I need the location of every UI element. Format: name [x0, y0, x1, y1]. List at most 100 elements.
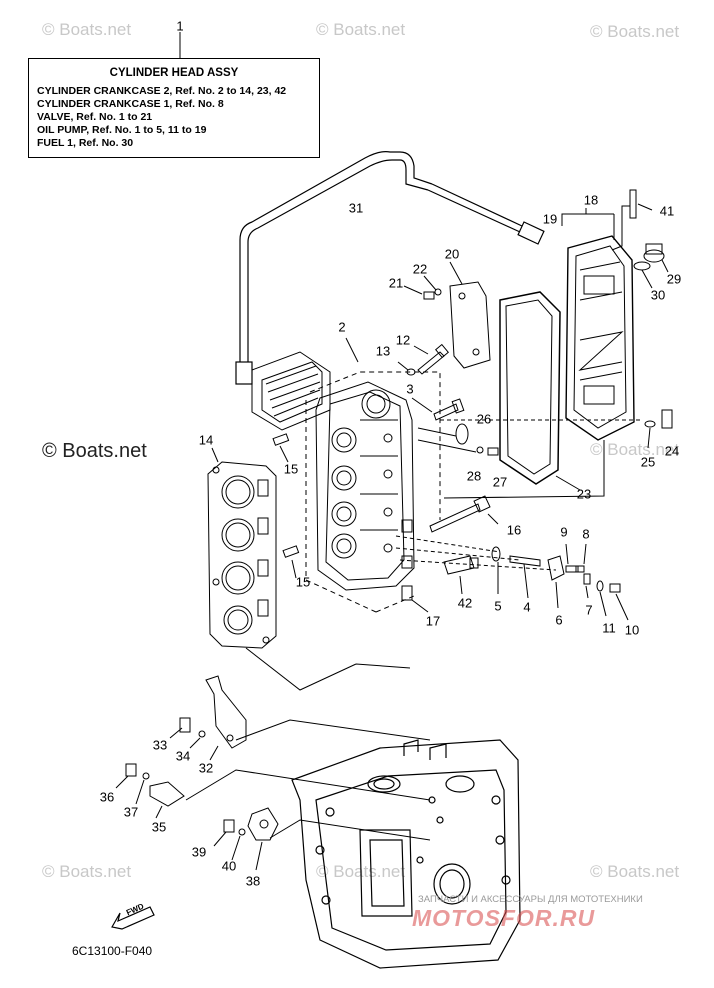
callout-label: 9: [560, 524, 568, 540]
washer-40: [238, 828, 246, 836]
callout-label: 38: [245, 873, 261, 889]
label-41: [611, 189, 637, 251]
cylinder-head-cover-18: [565, 235, 635, 441]
bolt-8: [575, 565, 585, 573]
callout-label: 25: [640, 454, 656, 470]
callout-label: 30: [650, 287, 666, 303]
callout-label: 36: [99, 789, 115, 805]
part-26: [455, 423, 469, 445]
callout-label: 4: [523, 599, 531, 615]
callout-label: 14: [198, 432, 214, 448]
washer-28: [476, 446, 484, 454]
bolt-33: [179, 717, 191, 733]
leader-line: [565, 543, 569, 565]
callout-label: 41: [659, 203, 675, 219]
callout-label: 29: [666, 271, 682, 287]
assembly-outline: [305, 371, 441, 613]
callout-label: 37: [123, 804, 139, 820]
leader-line: [555, 475, 581, 491]
leader-line: [417, 439, 477, 453]
callout-label: 32: [198, 760, 214, 776]
watermark: © Boats.net: [42, 440, 147, 462]
leader-line: [411, 397, 433, 413]
bracket-32: [205, 675, 247, 749]
leader-line: [413, 345, 429, 355]
callout-label: 26: [476, 411, 492, 427]
legend-line: OIL PUMP, Ref. No. 1 to 5, 11 to 19: [37, 124, 207, 136]
hole: [259, 819, 269, 829]
gasket-20: [449, 281, 491, 369]
callout-label: 10: [624, 622, 640, 638]
screw-27: [487, 447, 499, 456]
watermark: © Boats.net: [590, 440, 680, 459]
callout-label: 24: [664, 443, 680, 459]
callout-label: 22: [412, 261, 428, 277]
assembly-legend: CYLINDER HEAD ASSY CYLINDER CRANKCASE 2,…: [28, 58, 320, 158]
leader-line: [637, 203, 653, 211]
leader-line: [411, 599, 429, 613]
washer-34: [198, 730, 206, 738]
bolt-17: [401, 585, 413, 601]
callout-label: 3: [406, 381, 414, 397]
callout-label: 27: [492, 474, 508, 490]
crankcase-block: [291, 739, 521, 969]
callout-label: 13: [375, 343, 391, 359]
bolt-16: [429, 495, 491, 533]
gear-6: [547, 555, 565, 581]
bracket-35: [149, 781, 185, 807]
washer-5: [491, 546, 501, 562]
leader-line: [403, 285, 423, 295]
plate-38: [247, 807, 279, 841]
watermark: © Boats.net: [316, 20, 406, 39]
leader-line: [279, 445, 289, 463]
forward-arrow: FWD: [108, 893, 158, 938]
leader-line: [423, 275, 437, 291]
leader-line: [585, 585, 589, 599]
washer-13: [406, 368, 416, 376]
watermark: © Boats.net: [590, 862, 680, 881]
callout-label: 23: [576, 486, 592, 502]
spark-plug-42: [443, 555, 479, 575]
head-gasket-14: [207, 461, 277, 649]
callout-label: 42: [457, 595, 473, 611]
legend-line: VALVE, Ref. No. 1 to 21: [37, 111, 153, 123]
watermark: © Boats.net: [590, 22, 680, 41]
washer-11: [596, 580, 604, 592]
leader-line: [345, 337, 359, 363]
leader-line: [647, 427, 651, 449]
oil-cap-29: [643, 243, 665, 263]
leader-line: [523, 563, 529, 599]
guide-lines: [395, 419, 640, 571]
hose-31: [235, 151, 545, 385]
cover-gasket-23: [499, 291, 561, 485]
leader-line: [231, 835, 241, 861]
legend-line: FUEL 1, Ref. No. 30: [37, 137, 134, 149]
breather-box: [251, 351, 331, 431]
callout-label: 40: [221, 858, 237, 874]
watermark: © Boats.net: [42, 862, 132, 881]
callout-label: 20: [444, 246, 460, 262]
leader-line: [599, 591, 607, 617]
bolt-12: [417, 343, 449, 375]
connection-lines: [185, 440, 605, 841]
diagram-code: 6C13100-F040: [72, 944, 153, 958]
valve-3: [433, 398, 465, 421]
screw-10: [609, 583, 621, 593]
leader-line: [641, 269, 653, 289]
callout-label: 35: [151, 819, 167, 835]
shaft-4: [509, 555, 541, 567]
leader-line: [583, 543, 587, 565]
fwd-arrow-icon: [111, 906, 155, 930]
screw-21: [423, 291, 435, 300]
leader-line: [209, 745, 219, 761]
callout-label: 39: [191, 844, 207, 860]
callout-label: 15: [295, 574, 311, 590]
leader-line: [255, 841, 263, 871]
callout-label: 28: [466, 468, 482, 484]
callout-label: 18: [583, 192, 599, 208]
bolt-39: [223, 819, 235, 833]
leader-line: [487, 513, 499, 525]
callout-label: 33: [152, 737, 168, 753]
callout-label: 31: [348, 200, 364, 216]
